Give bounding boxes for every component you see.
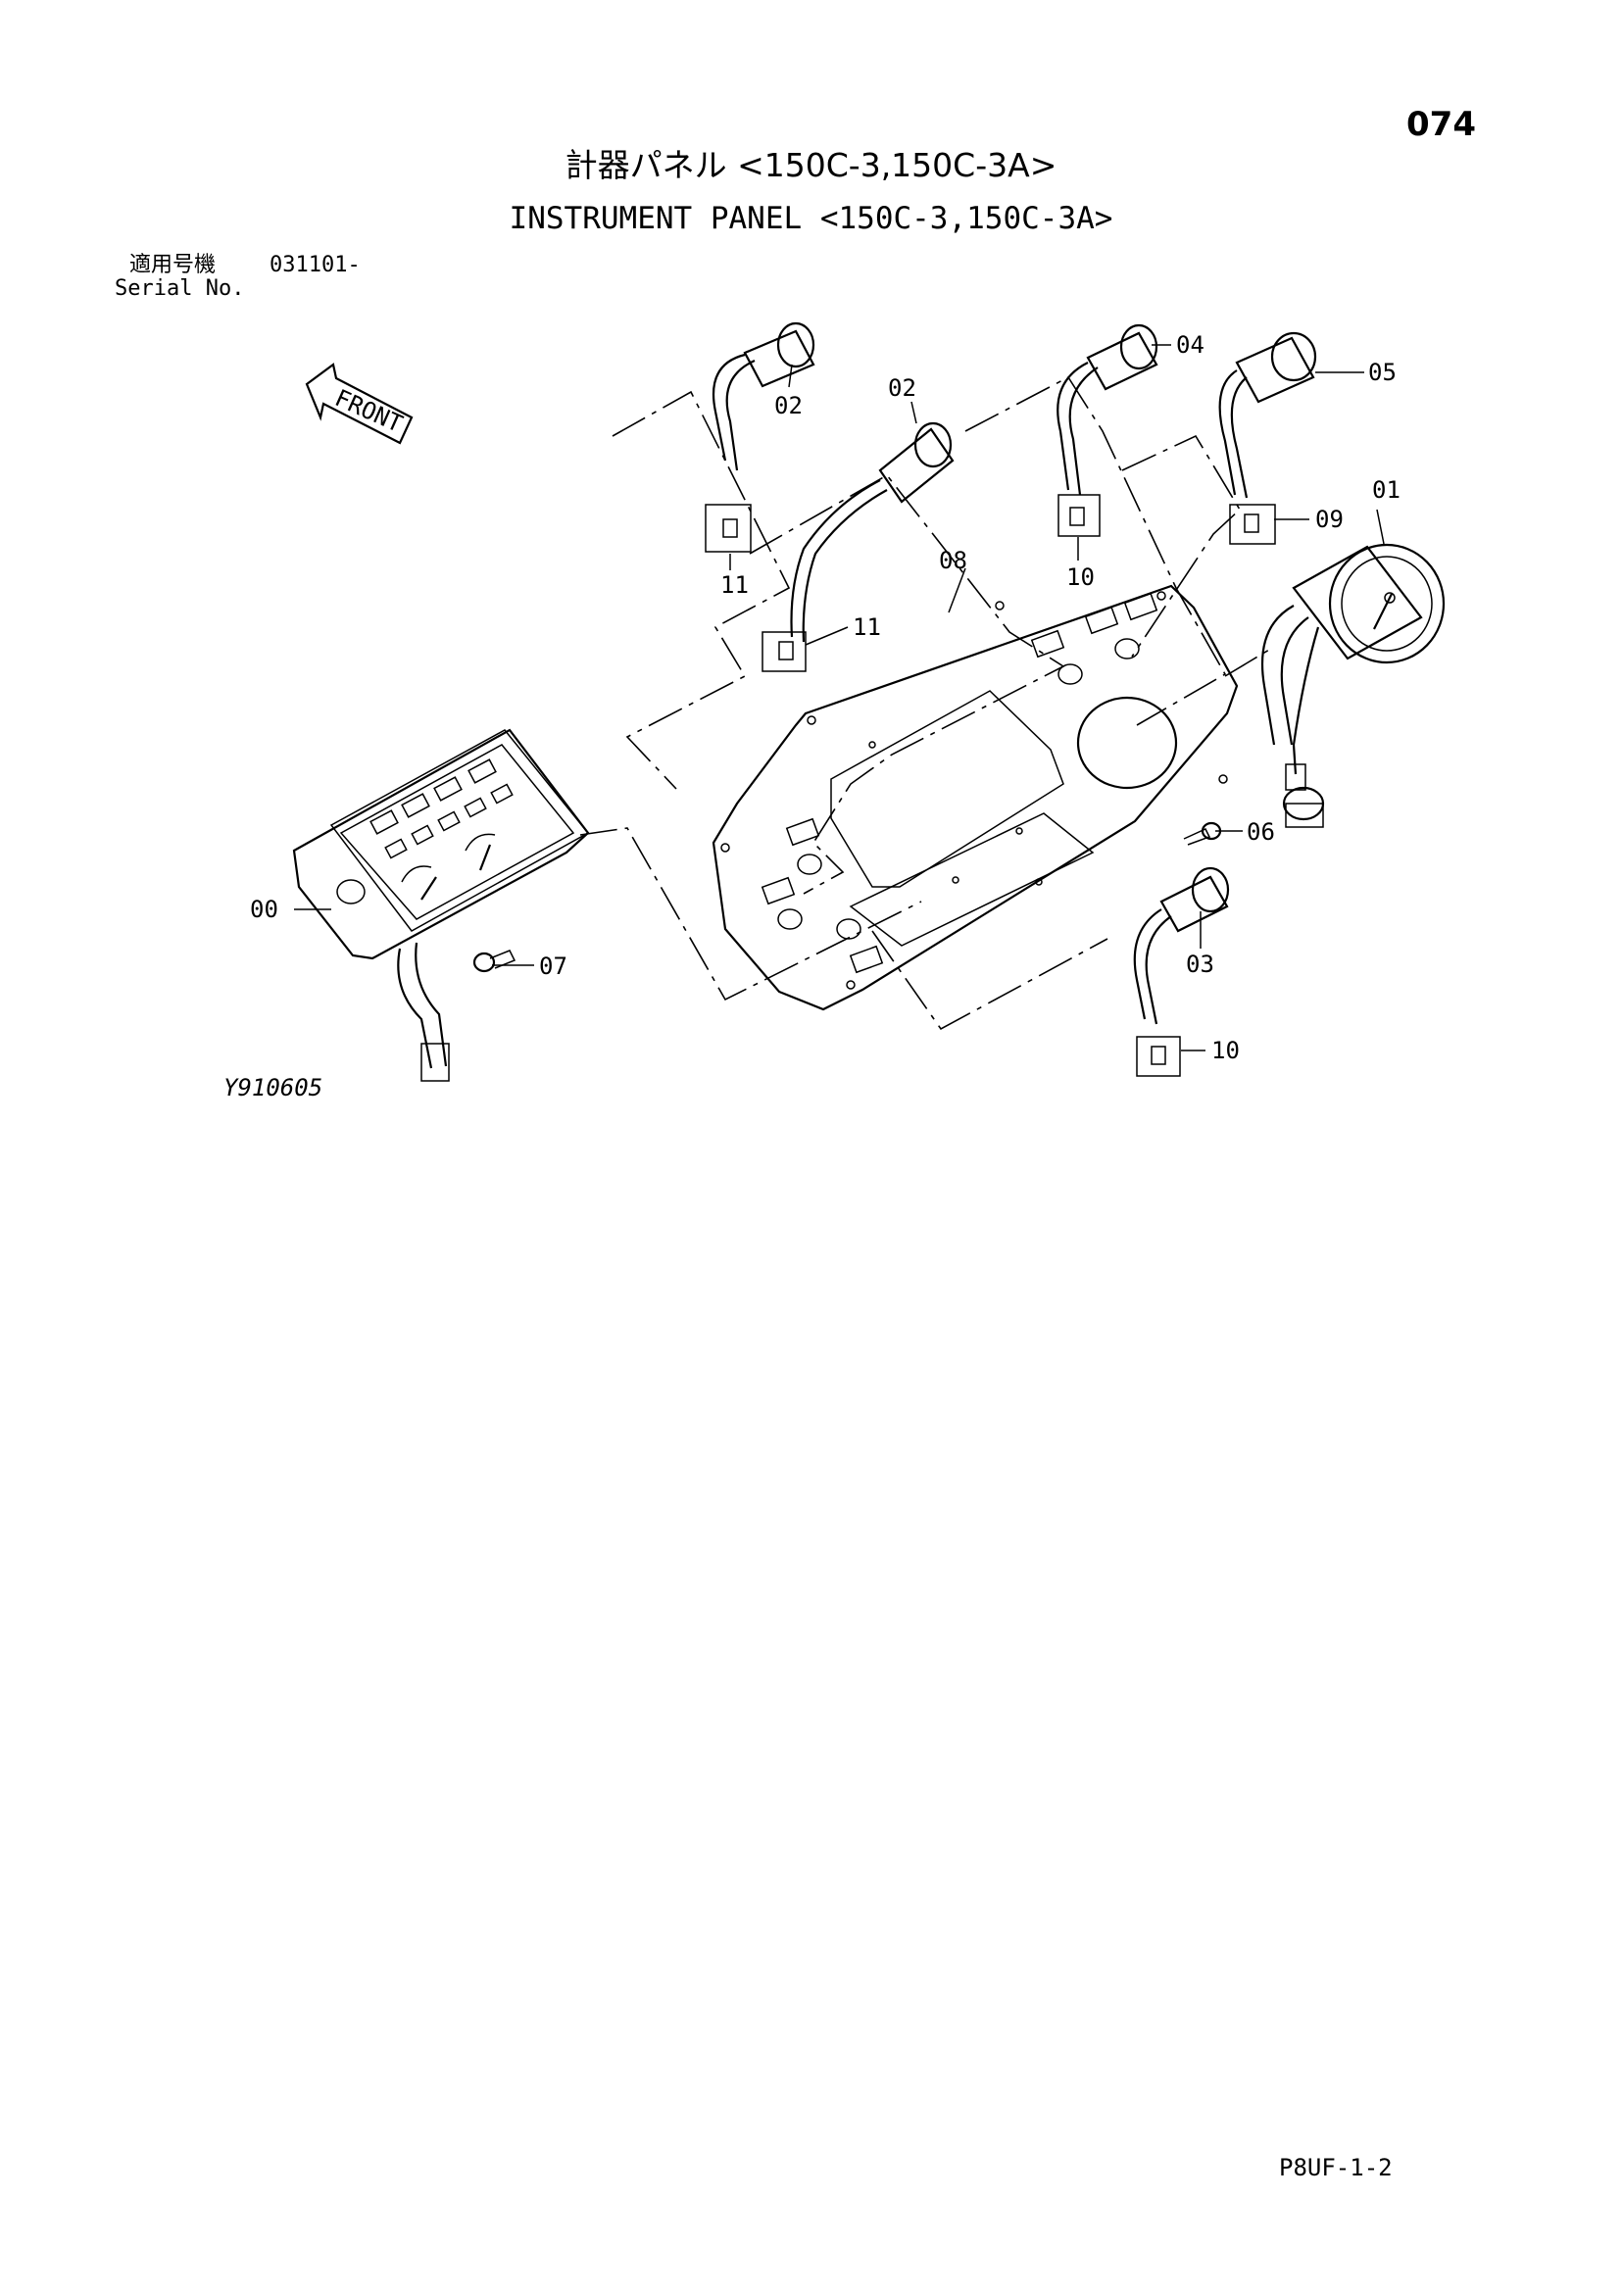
switch-02-left — [705, 321, 815, 553]
assembly-line-e — [579, 827, 922, 1001]
callout-08: 08 — [939, 547, 967, 574]
title-japanese: 計器パネル <150C-3,150C-3A> — [565, 146, 1057, 184]
screw-06 — [1183, 821, 1222, 846]
front-arrow-icon: FRONT — [305, 363, 414, 445]
assembly-line-a — [612, 390, 791, 790]
monitor-unit — [292, 728, 590, 1082]
screw-07 — [472, 950, 516, 973]
hour-meter — [1260, 543, 1446, 828]
assembly-line-b — [749, 473, 1065, 895]
instrument-panel-plate — [712, 584, 1239, 1011]
callout-02-center: 02 — [888, 374, 916, 402]
switch-05 — [1218, 331, 1317, 545]
callout-11-center: 11 — [853, 613, 881, 641]
callout-10-top: 10 — [1066, 563, 1095, 591]
switch-02-center — [762, 421, 955, 672]
callout-02-left: 02 — [774, 392, 803, 419]
callout-01: 01 — [1372, 476, 1401, 504]
callout-09: 09 — [1315, 506, 1344, 533]
serial-number-value: 031101- — [270, 253, 361, 277]
serial-label-japanese: 適用号機 — [129, 253, 217, 277]
leader-lines — [294, 344, 1385, 1051]
assembly-line-d — [1121, 434, 1242, 658]
callout-07: 07 — [539, 953, 567, 980]
footer-code: P8UF-1-2 — [1279, 2154, 1393, 2181]
callout-04: 04 — [1176, 331, 1204, 359]
callout-03: 03 — [1186, 951, 1214, 978]
callout-11-left: 11 — [720, 571, 749, 599]
callout-05: 05 — [1368, 359, 1397, 386]
switch-03 — [1133, 866, 1230, 1077]
switch-04 — [1057, 323, 1158, 537]
callout-10-bottom: 10 — [1211, 1037, 1240, 1064]
front-label: FRONT — [331, 384, 407, 438]
figure-id: Y910605 — [223, 1074, 323, 1101]
title-english: INSTRUMENT PANEL <150C-3,150C-3A> — [509, 201, 1113, 236]
assembly-line-g — [1224, 646, 1275, 677]
assembly-line-f — [871, 930, 1108, 1031]
assembly-line-c — [964, 375, 1227, 726]
serial-label-english: Serial No. — [115, 276, 245, 301]
page-number: 074 — [1406, 105, 1476, 144]
callout-06: 06 — [1247, 818, 1275, 846]
callout-00: 00 — [250, 896, 278, 923]
